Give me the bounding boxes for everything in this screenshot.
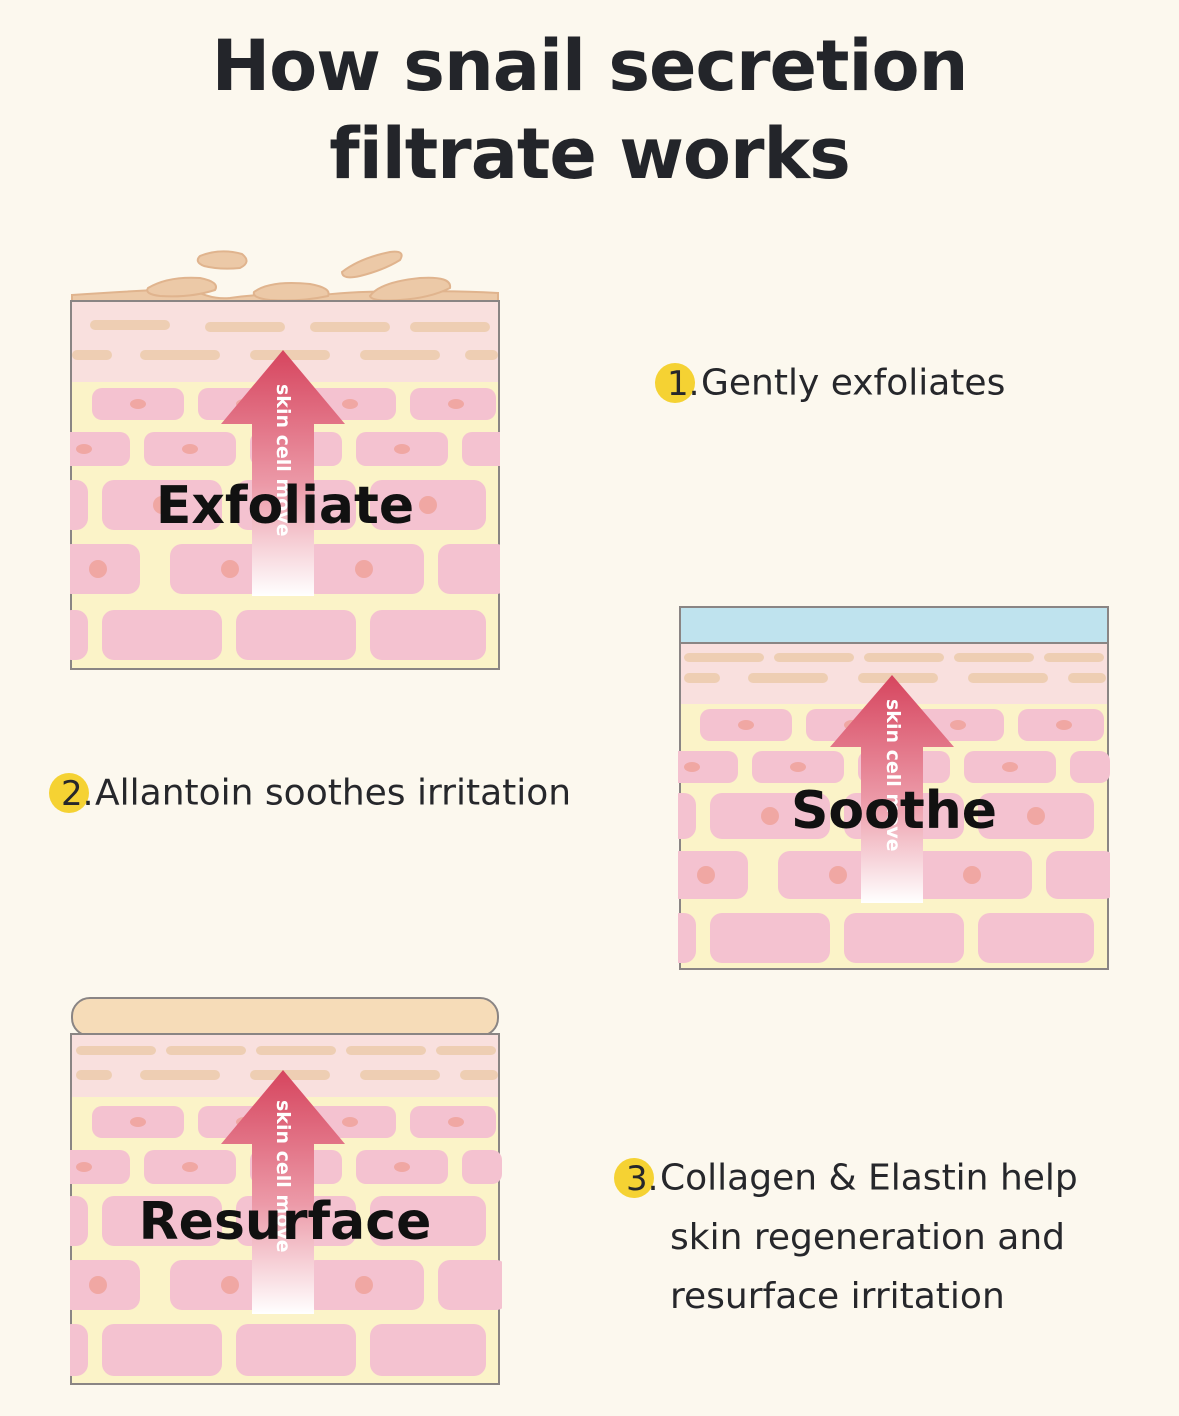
resurface-panel: skin cell move Resurface xyxy=(70,996,502,1386)
step-1-text: Gently exfoliates xyxy=(701,362,1006,404)
step-3-text-line-2: skin regeneration and xyxy=(670,1216,1065,1258)
exfoliate-label: Exfoliate xyxy=(155,476,415,536)
title-line-2: filtrate works xyxy=(329,113,850,195)
step-3: 3.Collagen & Elastin help skin regenerat… xyxy=(614,1147,1078,1326)
skin-diagram-exfoliate xyxy=(70,250,500,670)
step-number-badge: 2. xyxy=(49,773,93,814)
step-1: 1.Gently exfoliates xyxy=(655,352,1005,413)
soothing-film xyxy=(679,606,1109,644)
step-2-text: Allantoin soothes irritation xyxy=(95,772,572,814)
step-number-badge: 1. xyxy=(655,363,699,404)
flaking-cells xyxy=(71,250,499,305)
skin-block xyxy=(70,1033,502,1385)
soothe-label: Soothe xyxy=(790,781,998,841)
upward-arrow xyxy=(830,675,954,903)
step-number-badge: 3. xyxy=(614,1158,658,1199)
exfoliate-panel: skin cell move Exfoliate xyxy=(70,240,500,672)
skin-diagram-soothe xyxy=(678,606,1110,970)
step-3-text-line-1: Collagen & Elastin help xyxy=(660,1157,1078,1199)
title-line-1: How snail secretion xyxy=(211,25,969,107)
page-title: How snail secretion filtrate works xyxy=(0,22,1179,198)
step-2: 2.Allantoin soothes irritation xyxy=(49,762,571,823)
upward-arrow xyxy=(221,350,345,596)
upward-arrow xyxy=(221,1070,345,1314)
soothe-panel: skin cell move Soothe xyxy=(678,605,1110,972)
step-3-text-line-3: resurface irritation xyxy=(670,1275,1005,1317)
skin-diagram-resurface xyxy=(70,997,502,1385)
resurface-label: Resurface xyxy=(138,1192,432,1252)
smooth-layer xyxy=(71,997,499,1037)
